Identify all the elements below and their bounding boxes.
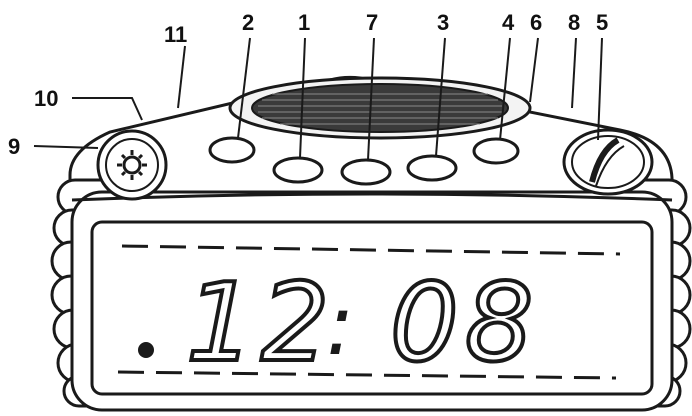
leader-10 (72, 98, 142, 120)
speaker-grille-icon (230, 78, 530, 138)
leader-8 (572, 38, 576, 108)
time-hours: 12 (186, 261, 335, 386)
button-7[interactable] (342, 160, 390, 184)
leader-11 (178, 46, 185, 108)
time-separator: : (326, 276, 360, 374)
lcd-display: 12 : 08 (92, 222, 652, 394)
callout-7: 7 (366, 10, 378, 35)
callout-9: 9 (8, 134, 20, 159)
callout-8: 8 (568, 10, 580, 35)
callout-10: 10 (34, 86, 58, 111)
sun-gear-icon[interactable] (98, 131, 166, 199)
callout-4: 4 (502, 10, 515, 35)
callout-6: 6 (530, 10, 542, 35)
pm-indicator (138, 342, 154, 358)
time-minutes: 08 (390, 261, 539, 386)
callout-1: 1 (298, 10, 310, 35)
button-1[interactable] (274, 158, 322, 182)
button-2[interactable] (210, 138, 254, 162)
callout-11: 11 (164, 22, 187, 47)
leader-6 (530, 38, 538, 102)
button-3[interactable] (408, 156, 456, 180)
callout-3: 3 (437, 10, 449, 35)
button-4[interactable] (474, 139, 518, 163)
callout-2: 2 (242, 10, 254, 35)
dial-knob-icon[interactable] (564, 130, 652, 194)
callout-5: 5 (596, 10, 608, 35)
